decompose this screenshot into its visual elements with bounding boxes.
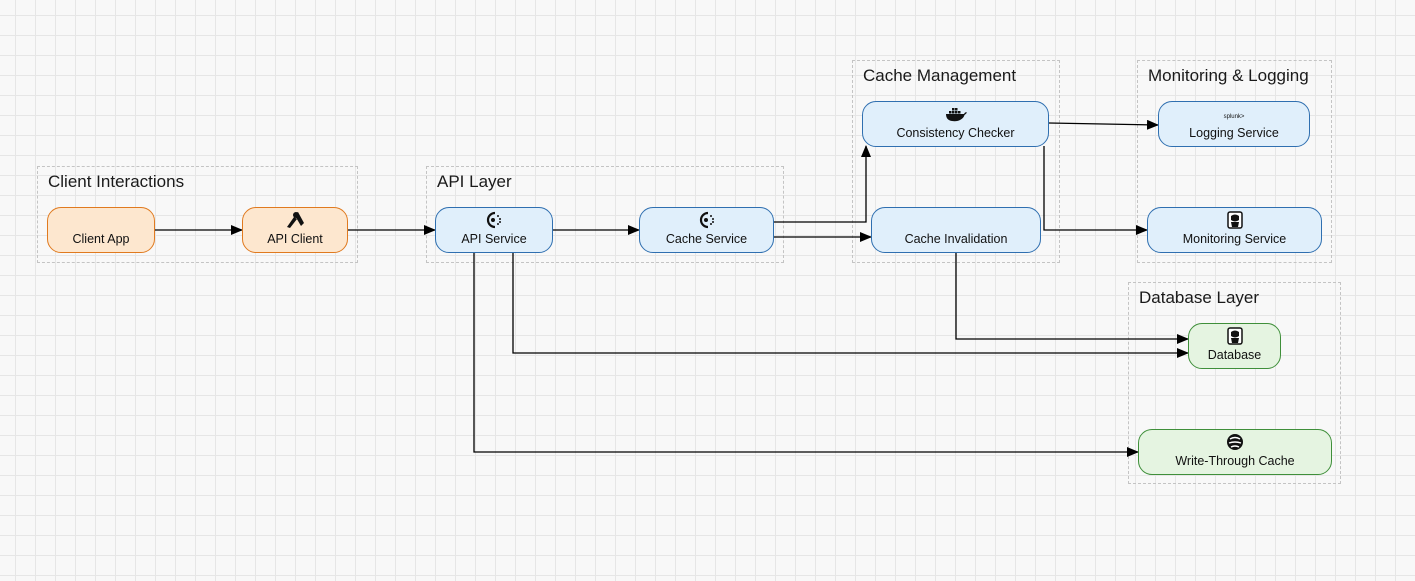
group-title: Monitoring & Logging bbox=[1148, 66, 1309, 85]
node-database[interactable]: Database bbox=[1188, 323, 1281, 369]
node-cache-invalidation[interactable]: Cache Invalidation bbox=[871, 207, 1041, 253]
consul-icon bbox=[697, 211, 717, 229]
splunk-icon: splunk> bbox=[1224, 108, 1245, 126]
docker-icon bbox=[945, 105, 967, 123]
node-api-client[interactable]: API Client bbox=[242, 207, 348, 253]
node-consistency-checker[interactable]: Consistency Checker bbox=[862, 101, 1049, 147]
jenkins-icon bbox=[1226, 211, 1243, 229]
edge-cacheservice-consistency bbox=[774, 145, 871, 223]
group-title: API Layer bbox=[437, 172, 512, 191]
jenkins-icon bbox=[1226, 327, 1243, 345]
node-label: Logging Service bbox=[1189, 126, 1279, 140]
group-client-interactions: Client Interactions bbox=[37, 166, 358, 263]
node-label: API Service bbox=[461, 232, 527, 246]
node-label: API Client bbox=[267, 232, 323, 246]
edge-consistency-monitoring bbox=[1043, 146, 1148, 235]
edge-apiservice-writethrough bbox=[473, 252, 1139, 457]
group-title: Client Interactions bbox=[48, 172, 185, 191]
node-client-app[interactable]: Client App bbox=[47, 207, 155, 253]
node-monitoring-service[interactable]: Monitoring Service bbox=[1147, 207, 1322, 253]
group-title: Database Layer bbox=[1139, 288, 1260, 307]
group-api-layer: API Layer bbox=[426, 166, 784, 263]
node-label: Database bbox=[1207, 348, 1262, 362]
tools-icon bbox=[284, 211, 306, 229]
globe-icon bbox=[1225, 433, 1245, 451]
splunk-logo-text: splunk> bbox=[1223, 114, 1245, 120]
node-label: Consistency Checker bbox=[896, 126, 1015, 140]
node-label: Cache Invalidation bbox=[904, 232, 1008, 246]
group-monitoring-logging: Monitoring & Logging bbox=[1137, 60, 1332, 263]
node-cache-service[interactable]: Cache Service bbox=[639, 207, 774, 253]
group-database-layer: Database Layer bbox=[1128, 282, 1341, 484]
consul-icon bbox=[484, 211, 504, 229]
node-label: Write-Through Cache bbox=[1175, 454, 1295, 468]
edge-consistency-logging bbox=[1048, 119, 1159, 130]
edge-apiservice-database bbox=[512, 252, 1189, 358]
node-label: Client App bbox=[72, 232, 130, 246]
node-logging-service[interactable]: splunk> Logging Service bbox=[1158, 101, 1310, 147]
node-label: Monitoring Service bbox=[1182, 232, 1287, 246]
edge-invalidation-database bbox=[955, 252, 1189, 344]
group-title: Cache Management bbox=[863, 66, 1017, 85]
node-label: Cache Service bbox=[665, 232, 748, 246]
node-write-through-cache[interactable]: Write-Through Cache bbox=[1138, 429, 1332, 475]
node-api-service[interactable]: API Service bbox=[435, 207, 553, 253]
